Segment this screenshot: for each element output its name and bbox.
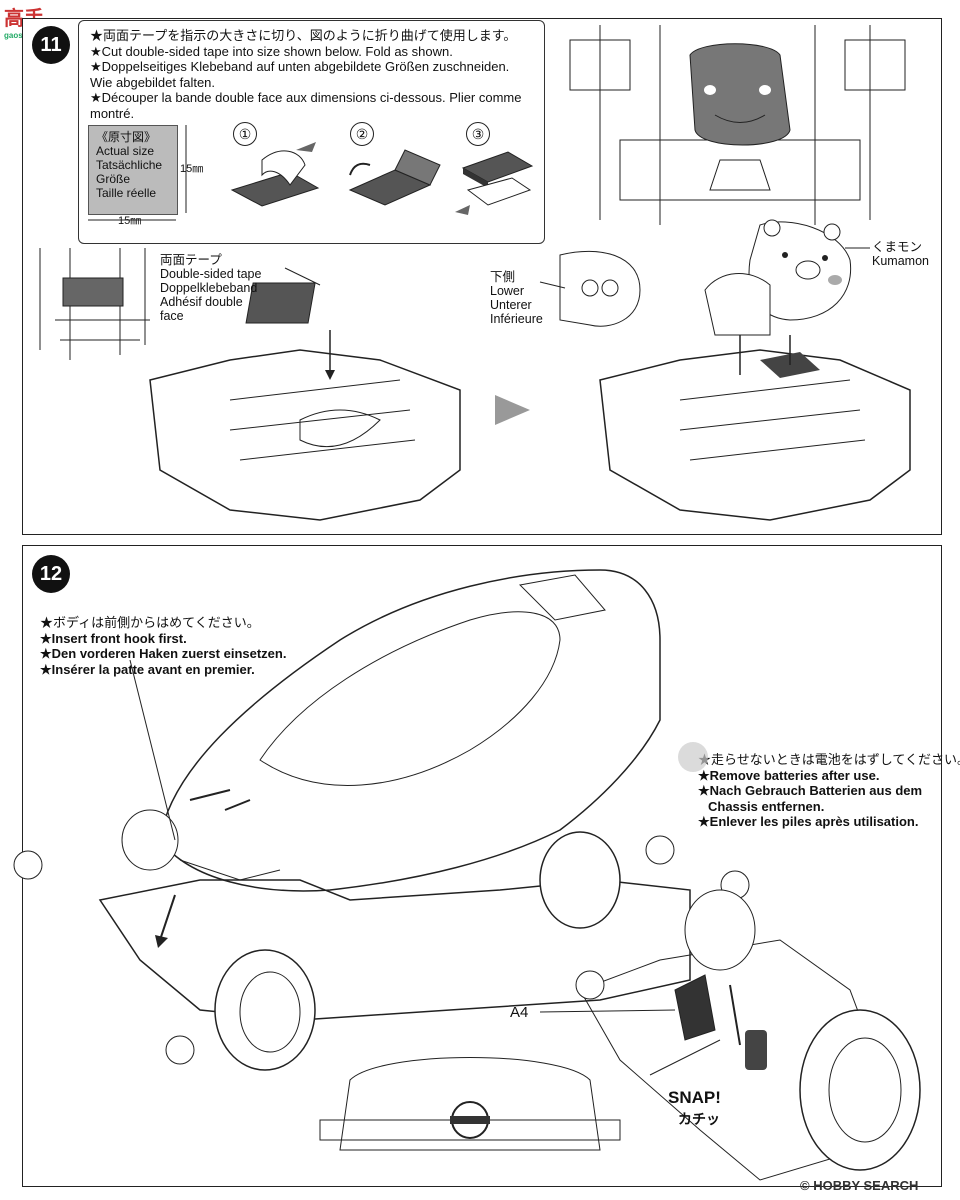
tape-label-en: Double-sided tape — [160, 267, 262, 281]
front-hook-jp: ★ボディは前側からはめてください。 — [40, 615, 260, 630]
dim-horizontal: 15㎜ — [118, 215, 142, 227]
step-11-number: 11 — [32, 26, 70, 64]
actual-size-square — [88, 125, 178, 215]
tape-label-fr: Adhésif double — [160, 295, 243, 309]
instr-line-en: ★Cut double-sided tape into size shown b… — [90, 43, 453, 59]
actual-size-jp: 《原寸図》 — [96, 130, 157, 144]
step-11-instructions: ★両面テープを指示の大きさに切り、図のように折り曲げて使用します。 ★Cut d… — [90, 28, 522, 121]
battery-note-en: ★Remove batteries after use. — [698, 767, 880, 783]
fold-step-1: ① — [233, 122, 257, 146]
kumamon-label: くまモン Kumamon — [872, 240, 929, 268]
front-hook-note: ★ボディは前側からはめてください。 ★Insert front hook fir… — [40, 615, 286, 677]
actual-size-de-2: Größe — [96, 172, 131, 186]
actual-size-fr: Taille réelle — [96, 186, 157, 200]
fold-step-2: ② — [350, 122, 374, 146]
instr-line-fr-2: montré. — [90, 105, 135, 121]
step-12-number: 12 — [32, 555, 70, 593]
instr-line-jp: ★両面テープを指示の大きさに切り、図のように折り曲げて使用します。 — [90, 28, 517, 43]
battery-note-jp: ★走らせないときは電池をはずしてください。 — [698, 752, 960, 767]
instr-line-de: ★Doppelseitiges Klebeband auf unten abge… — [90, 59, 510, 74]
tape-label-jp: 両面テープ — [160, 253, 222, 267]
actual-size-label: 《原寸図》 Actual size Tatsächliche Größe Tai… — [96, 130, 162, 200]
part-label-a4: A4 — [510, 1004, 529, 1021]
battery-note-fr: ★Enlever les piles après utilisation. — [698, 814, 919, 829]
battery-note-marker — [678, 742, 708, 772]
kumamon-label-en: Kumamon — [872, 254, 929, 268]
footer-watermark: © HOBBY SEARCH — [800, 1178, 919, 1193]
battery-note-de-2: Chassis entfernen. — [708, 798, 825, 814]
instr-line-de-2: Wie abgebildet falten. — [90, 74, 216, 90]
actual-size-de: Tatsächliche — [96, 158, 163, 172]
actual-size-en: Actual size — [96, 144, 155, 158]
instr-line-fr: ★Découper la bande double face aux dimen… — [90, 90, 522, 105]
fold-step-3: ③ — [466, 122, 490, 146]
front-hook-de: ★Den vorderen Haken zuerst einsetzen. — [40, 646, 287, 661]
front-hook-en: ★Insert front hook first. — [40, 630, 187, 646]
tape-label: 両面テープ Double-sided tape Doppelklebeband … — [160, 253, 261, 323]
front-hook-fr: ★Insérer la patte avant en premier. — [40, 661, 255, 677]
lower-label-fr: Inférieure — [490, 312, 543, 326]
lower-label-de: Unterer — [490, 298, 532, 312]
battery-note: ★走らせないときは電池をはずしてください。 ★Remove batteries … — [698, 752, 960, 830]
tape-label-de: Doppelklebeband — [160, 281, 258, 295]
lower-label-jp: 下側 — [490, 270, 516, 284]
kumamon-label-jp: くまモン — [872, 240, 923, 254]
snap-jp: カチッ — [678, 1111, 720, 1127]
battery-note-de: ★Nach Gebrauch Batterien aus dem — [698, 783, 923, 798]
lower-label: 下側 Lower Unterer Inférieure — [490, 270, 543, 326]
snap-text: SNAP! — [668, 1088, 721, 1107]
lower-label-en: Lower — [490, 284, 525, 298]
tape-label-fr-2: face — [160, 309, 184, 323]
